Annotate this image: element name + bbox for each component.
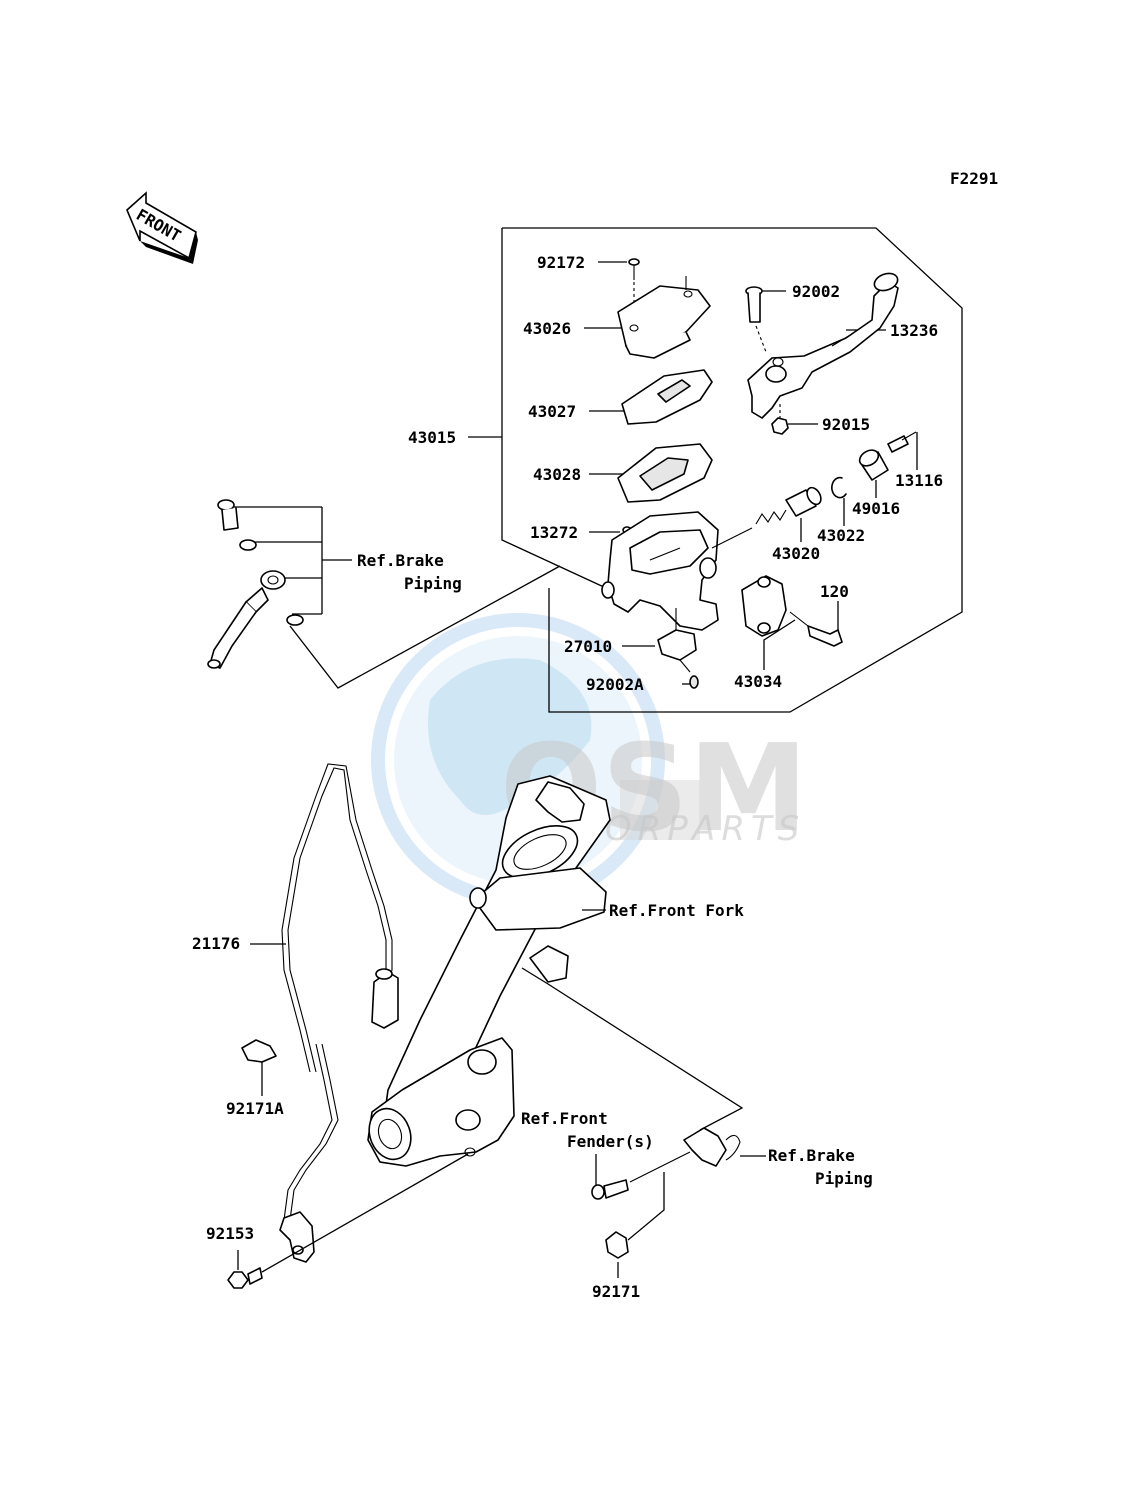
bolt-92153 <box>227 1250 263 1289</box>
label-43027: 43027 <box>528 402 576 421</box>
boot-49016 <box>858 449 889 498</box>
fender-bolt <box>591 1151 691 1200</box>
watermark: OSM MOTORPARTS <box>371 613 808 907</box>
pivot-bolt-92002 <box>745 286 763 323</box>
ref-front-fork: Ref.Front Fork <box>609 901 744 920</box>
label-43020: 43020 <box>772 544 820 563</box>
label-49016: 49016 <box>852 499 900 518</box>
label-92171: 92171 <box>592 1282 640 1301</box>
assembly-outline-left <box>501 228 607 589</box>
ref-brake-piping-top-line1: Ref.Brake <box>357 551 444 570</box>
brake-lever-13236 <box>747 272 899 419</box>
label-43015: 43015 <box>408 428 456 447</box>
label-13236: 13236 <box>890 321 938 340</box>
label-92015: 92015 <box>822 415 870 434</box>
clamp-92171 <box>605 1172 665 1278</box>
nut-92015 <box>771 417 789 435</box>
clamp-43034 <box>741 575 796 670</box>
reservoir-cover-43026 <box>617 276 711 359</box>
ref-brake-piping-top-line2: Piping <box>404 574 462 593</box>
label-27010: 27010 <box>564 637 612 656</box>
label-43034: 43034 <box>734 672 782 691</box>
label-43028: 43028 <box>533 465 581 484</box>
label-92171A: 92171A <box>226 1099 284 1118</box>
label-92002A: 92002A <box>586 675 644 694</box>
ref-brake-piping-bottom-line2: Piping <box>815 1169 873 1188</box>
ref-brake-piping-bottom-line1: Ref.Brake <box>768 1146 855 1165</box>
label-13272: 13272 <box>530 523 578 542</box>
label-120: 120 <box>820 582 849 601</box>
figure-code: F2291 <box>950 169 998 188</box>
screw-92002A <box>689 675 699 689</box>
label-43022: 43022 <box>817 526 865 545</box>
screw-92172 <box>628 258 640 280</box>
label-92002: 92002 <box>792 282 840 301</box>
clip-92171A <box>241 1039 277 1096</box>
sensor-cable-21176 <box>279 763 399 1263</box>
front-fork <box>367 775 611 1167</box>
pushrod-13116 <box>887 431 918 470</box>
master-cylinder-body <box>601 511 719 635</box>
bolt-120 <box>807 625 843 647</box>
ref-front-fender-line1: Ref.Front <box>521 1109 608 1128</box>
diaphragm-plate-43027 <box>621 369 713 425</box>
piston-assembly-43020 <box>755 486 822 542</box>
diaphragm-43028 <box>617 443 713 503</box>
circlip-43022 <box>831 476 847 526</box>
label-92153: 92153 <box>206 1224 254 1243</box>
label-13116: 13116 <box>895 471 943 490</box>
brake-piping-top-group <box>207 499 561 689</box>
assembly-outline <box>502 227 963 713</box>
label-21176: 21176 <box>192 934 240 953</box>
brake-switch-27010 <box>657 629 697 673</box>
brake-hose-bracket <box>683 1127 766 1167</box>
front-arrow-icon: FRONT <box>126 191 198 264</box>
label-43026: 43026 <box>523 319 571 338</box>
label-92172: 92172 <box>537 253 585 272</box>
ref-front-fender-line2: Fender(s) <box>567 1132 654 1151</box>
